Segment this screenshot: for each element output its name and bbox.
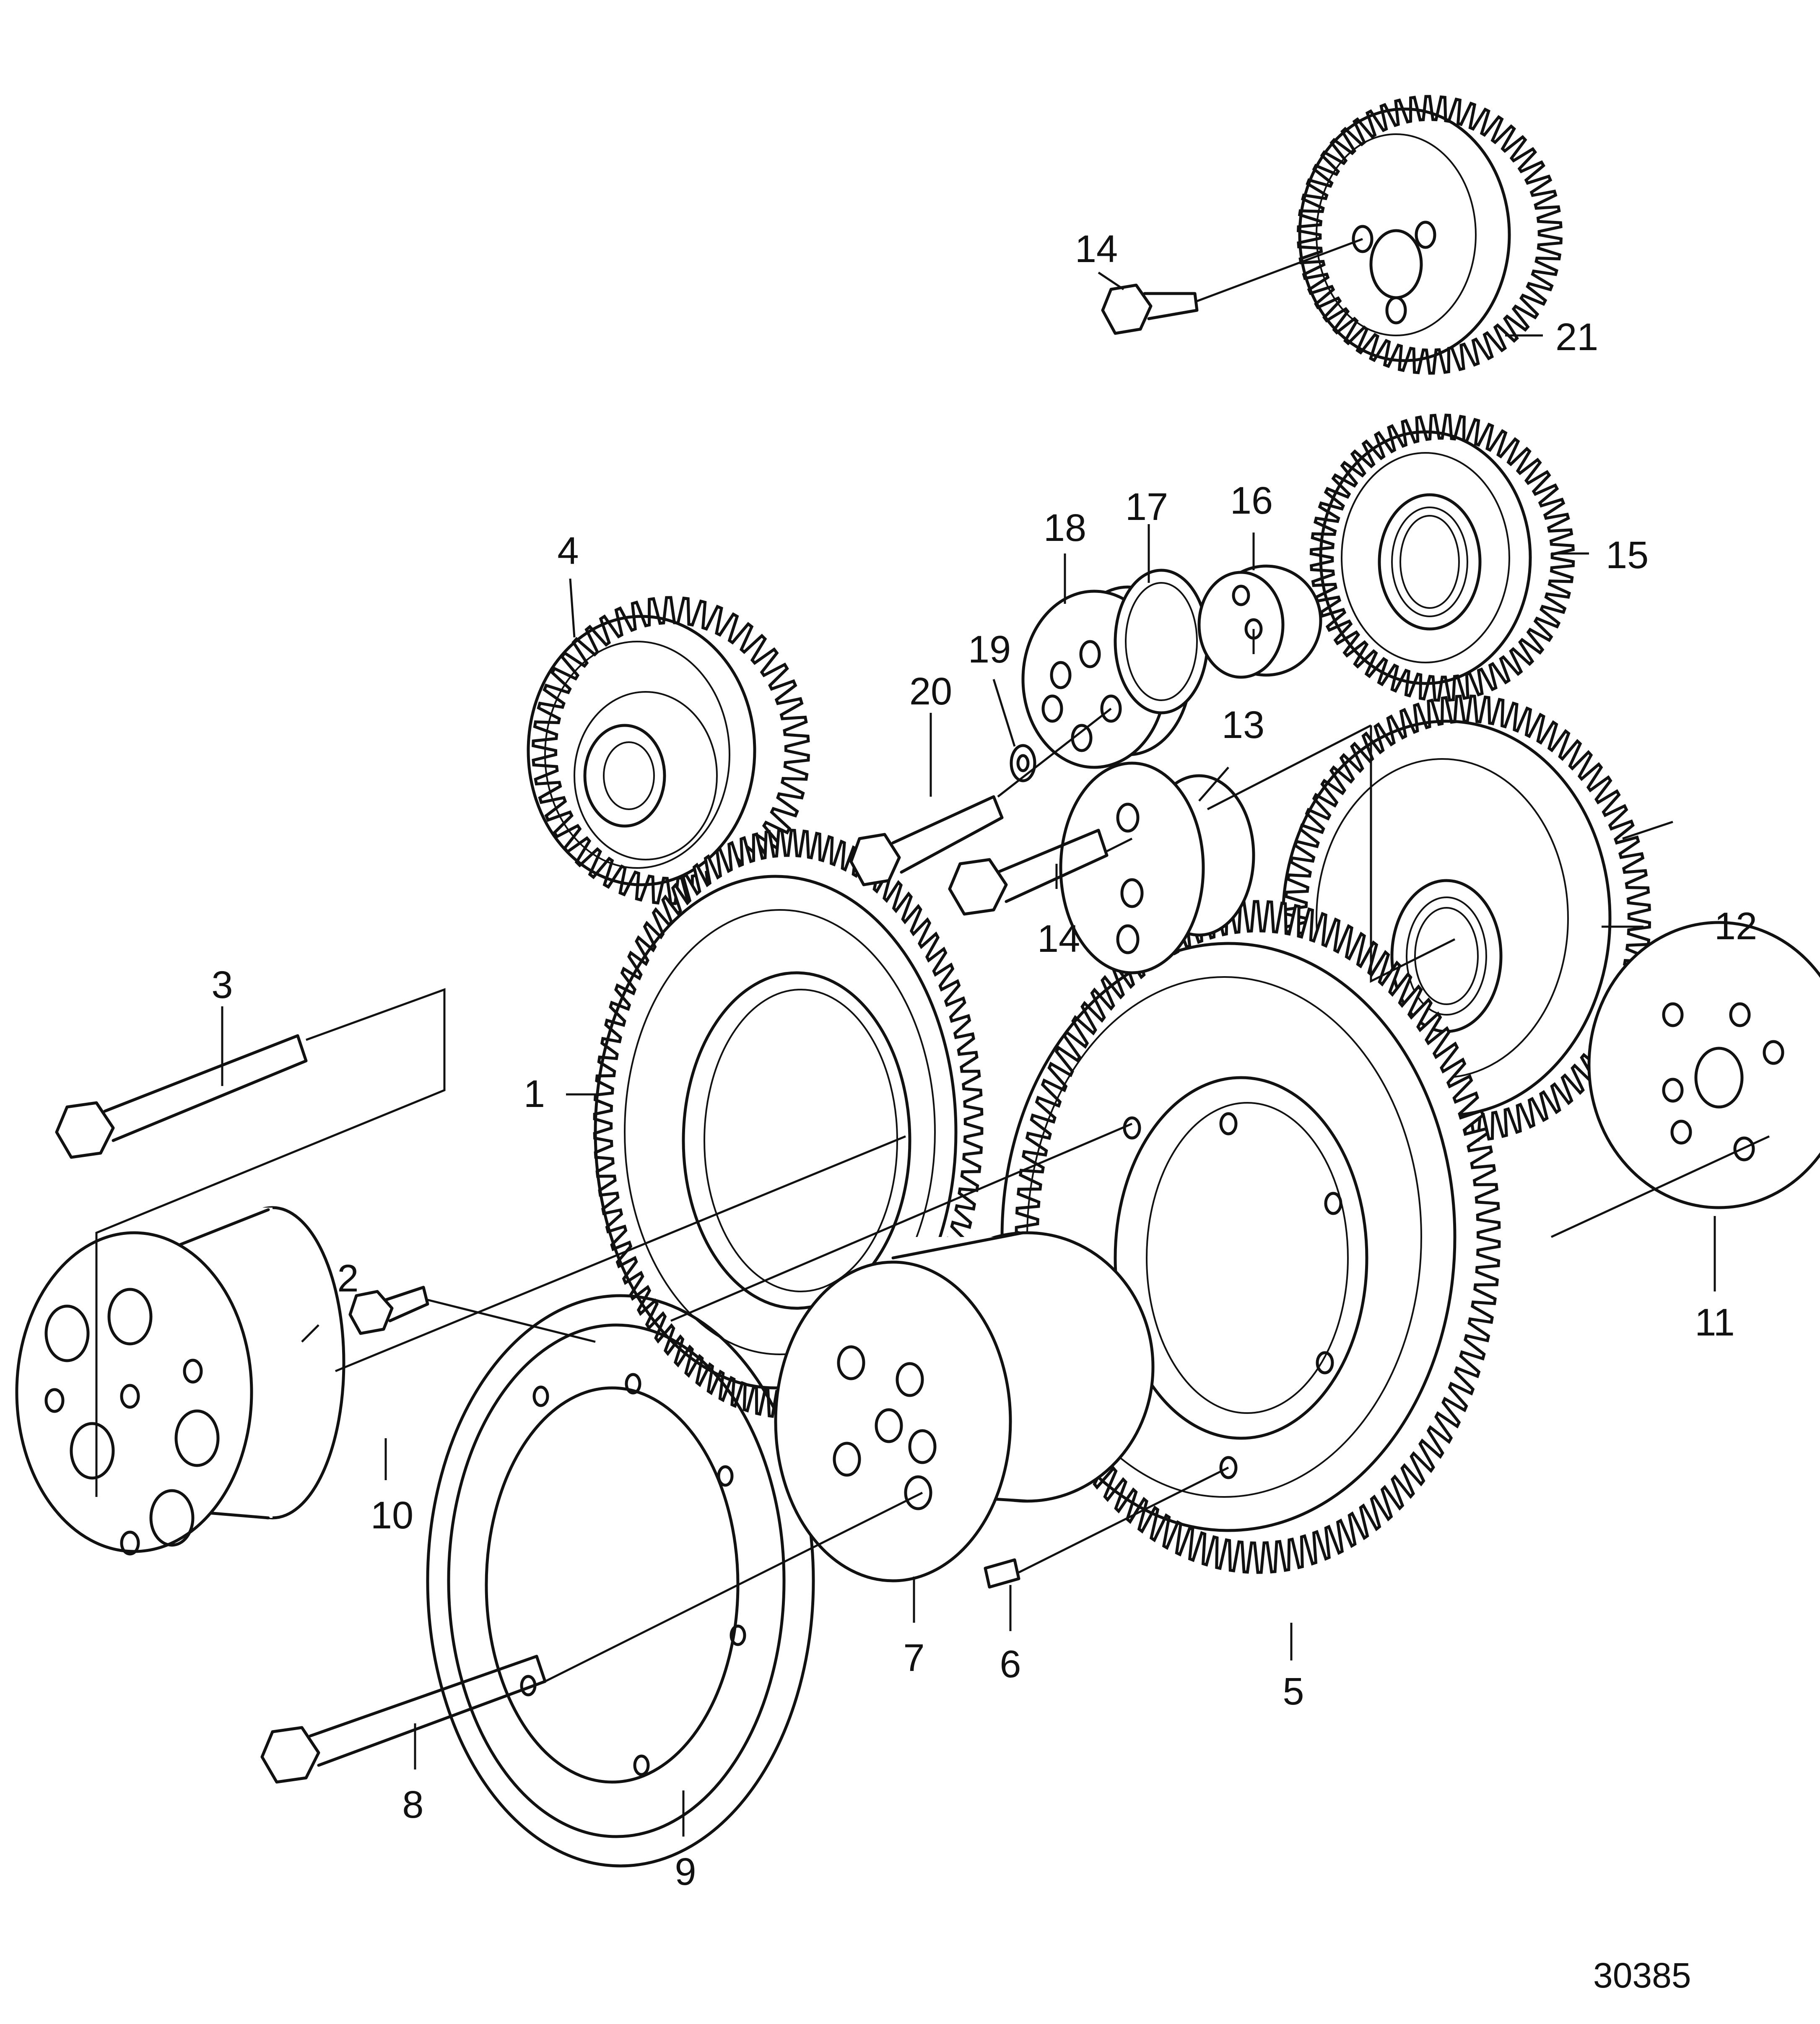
callout-14-lower: 14 bbox=[1037, 917, 1080, 960]
hub-13 bbox=[1059, 761, 1255, 974]
callout-11: 11 bbox=[1695, 1301, 1735, 1344]
ring-17 bbox=[1114, 569, 1209, 715]
gear-15 bbox=[1309, 413, 1575, 702]
callout-18: 18 bbox=[1044, 507, 1086, 549]
gear-21 bbox=[1296, 95, 1563, 375]
callout-15: 15 bbox=[1606, 534, 1649, 577]
shaft-7 bbox=[774, 1231, 1155, 1582]
callout-13: 13 bbox=[1222, 704, 1264, 746]
bolt-10 bbox=[348, 1286, 429, 1335]
callout-leaders bbox=[221, 271, 1716, 1837]
callout-7: 7 bbox=[903, 1637, 924, 1679]
callout-3: 3 bbox=[211, 964, 233, 1006]
assembly-lines bbox=[95, 238, 1770, 1683]
callout-14-upper: 14 bbox=[1075, 228, 1118, 270]
hub-2 bbox=[15, 1206, 345, 1556]
bushing-16 bbox=[1197, 564, 1322, 679]
drawing-number: 30385 bbox=[1593, 1956, 1691, 1995]
callout-4: 4 bbox=[557, 530, 579, 572]
callout-20: 20 bbox=[909, 670, 952, 713]
callout-8: 8 bbox=[402, 1783, 423, 1826]
gear-4 bbox=[527, 596, 810, 905]
callout-21: 21 bbox=[1555, 316, 1598, 359]
callout-1: 1 bbox=[524, 1073, 545, 1115]
callout-9: 9 bbox=[675, 1850, 696, 1893]
flange-11 bbox=[1587, 921, 1820, 1209]
callout-17: 17 bbox=[1125, 486, 1168, 528]
washer-19 bbox=[1010, 744, 1036, 782]
callout-16: 16 bbox=[1230, 479, 1273, 522]
bolt-8 bbox=[260, 1655, 547, 1784]
callout-10: 10 bbox=[371, 1494, 413, 1537]
callout-2: 2 bbox=[337, 1257, 358, 1300]
callout-labels: 1 2 3 4 5 6 7 8 9 10 11 12 13 14 14 15 1… bbox=[211, 228, 1757, 1995]
callout-12: 12 bbox=[1714, 905, 1757, 948]
bolt-3 bbox=[55, 1034, 308, 1159]
callout-5: 5 bbox=[1283, 1670, 1304, 1713]
callout-6: 6 bbox=[1000, 1643, 1021, 1686]
bolt-14-upper bbox=[1101, 283, 1199, 335]
pin-6 bbox=[984, 1558, 1020, 1589]
bolt-20 bbox=[849, 795, 1004, 886]
callout-19: 19 bbox=[968, 628, 1011, 671]
